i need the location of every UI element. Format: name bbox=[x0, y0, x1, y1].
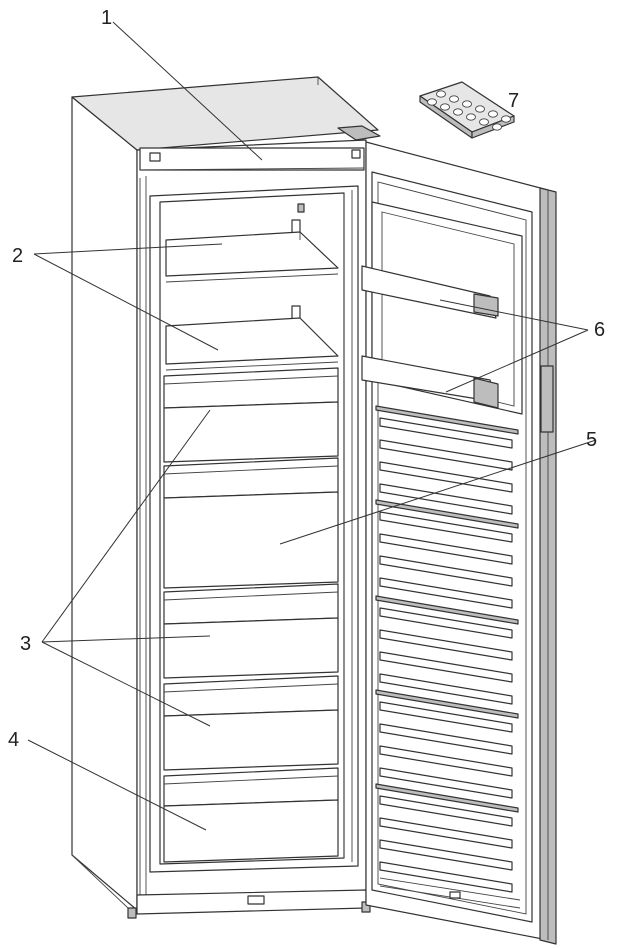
drawer bbox=[163, 583, 339, 679]
door-panels bbox=[375, 405, 519, 893]
ice-cube-cell bbox=[440, 103, 450, 111]
leader-6a bbox=[439, 299, 589, 331]
drawers bbox=[163, 367, 339, 863]
door-drawer-front bbox=[375, 499, 519, 609]
callout-7: 7 bbox=[508, 90, 519, 112]
ice-cube-cell bbox=[475, 105, 485, 113]
drawer bbox=[163, 457, 339, 589]
callout-5: 5 bbox=[586, 429, 597, 451]
leader-1 bbox=[112, 21, 263, 161]
door-drawer-front bbox=[375, 595, 519, 705]
leader-2a bbox=[33, 243, 223, 255]
door-compartment bbox=[361, 201, 523, 415]
callout-2: 2 bbox=[12, 245, 23, 267]
ice-cube-cell bbox=[466, 113, 476, 121]
glass-shelf-top bbox=[165, 231, 339, 277]
glass-shelves bbox=[165, 231, 339, 371]
ice-cube-cell bbox=[449, 95, 459, 103]
leader-6b bbox=[445, 329, 589, 393]
callout-6: 6 bbox=[594, 319, 605, 341]
ice-cube-cell bbox=[462, 100, 472, 108]
leader-4 bbox=[27, 739, 207, 831]
ice-tray bbox=[419, 81, 515, 139]
door-drawer-front bbox=[375, 689, 519, 799]
ice-cube-cell bbox=[427, 98, 437, 106]
drawer bbox=[163, 367, 339, 463]
door-handle bbox=[540, 365, 554, 433]
leader-lines bbox=[27, 21, 597, 831]
door-drawer-front bbox=[375, 405, 519, 515]
glass-shelf-bottom bbox=[165, 317, 339, 365]
ice-cube-cell bbox=[479, 118, 489, 126]
callout-1: 1 bbox=[101, 7, 112, 29]
drawer bbox=[163, 675, 339, 771]
leader-3b bbox=[41, 635, 211, 643]
drawer-bottom bbox=[163, 767, 339, 863]
leader-5 bbox=[279, 439, 597, 545]
leader-3c bbox=[41, 641, 211, 727]
door-drawer-front bbox=[375, 783, 519, 893]
ice-cube-cell bbox=[453, 108, 463, 116]
leader-3a bbox=[41, 409, 211, 643]
ice-cube-cell bbox=[488, 110, 498, 118]
ice-cube-cell bbox=[492, 123, 502, 131]
leader-2b bbox=[33, 253, 219, 351]
callout-4: 4 bbox=[8, 729, 19, 751]
callouts: 1 2 3 4 5 6 7 bbox=[8, 7, 605, 751]
callout-3: 3 bbox=[20, 633, 31, 655]
ice-cube-cell bbox=[436, 90, 446, 98]
ice-cube-cell bbox=[501, 115, 511, 123]
